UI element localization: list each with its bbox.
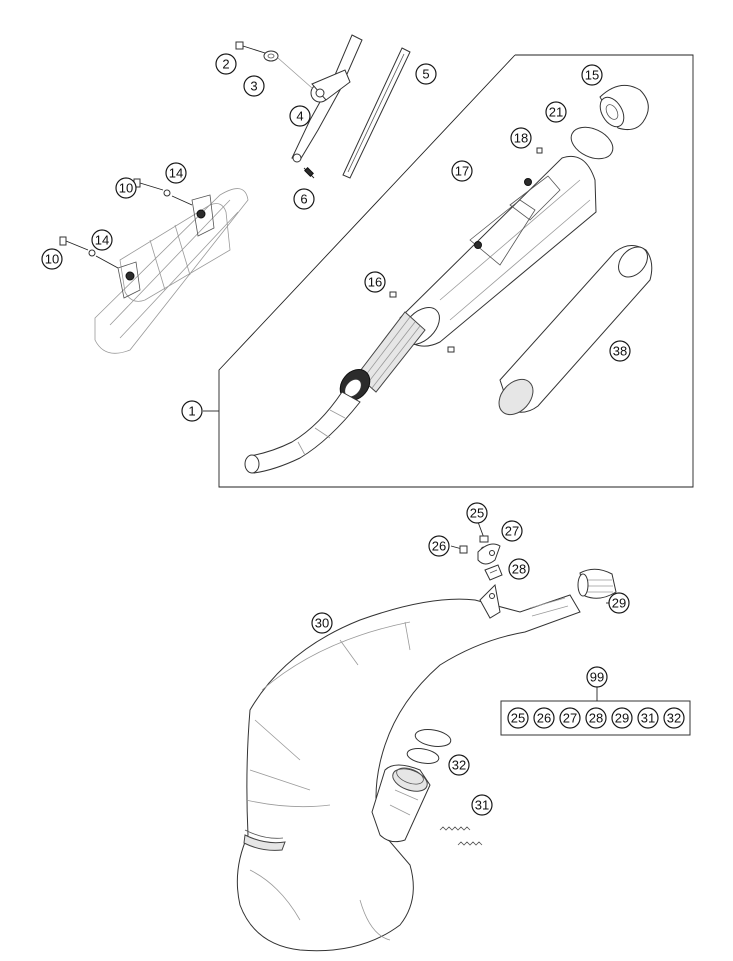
svg-text:28: 28 [512, 562, 526, 577]
svg-text:14: 14 [95, 233, 109, 248]
screw-26 [450, 545, 468, 554]
o-ring-21 [570, 126, 614, 160]
callout-10-upper: 10 [115, 177, 137, 199]
svg-text:10: 10 [119, 181, 133, 196]
clip-28 [484, 564, 503, 581]
svg-text:31: 31 [475, 798, 489, 813]
callout-16: 16 [364, 271, 386, 293]
washer-14-lower [88, 249, 96, 257]
svg-text:30: 30 [315, 616, 329, 631]
end-cap-15 [599, 84, 649, 130]
svg-text:32: 32 [667, 711, 681, 726]
heat-shield-strip-5 [342, 47, 411, 179]
frame-mount-view [59, 178, 249, 354]
kit-99-item: 29 [611, 707, 633, 729]
svg-text:29: 29 [612, 596, 626, 611]
callout-25: 25 [466, 502, 488, 524]
callout-31: 31 [471, 794, 493, 816]
callout-38: 38 [609, 340, 631, 362]
kit-99-item: 27 [559, 707, 581, 729]
svg-text:1: 1 [188, 404, 195, 419]
kit-99-item: 31 [637, 707, 659, 729]
callout-3: 3 [243, 75, 265, 97]
callout-5: 5 [415, 63, 437, 85]
svg-text:28: 28 [589, 711, 603, 726]
svg-text:21: 21 [549, 105, 563, 120]
spring-31 [439, 826, 483, 846]
callout-2: 2 [215, 53, 237, 75]
svg-text:17: 17 [455, 164, 469, 179]
svg-text:25: 25 [511, 711, 525, 726]
callout-27: 27 [501, 520, 523, 542]
mount-clamp-lower [117, 261, 141, 299]
gasket-32 [406, 729, 452, 764]
svg-text:10: 10 [45, 252, 59, 267]
rivet-16 [389, 291, 455, 353]
svg-text:38: 38 [613, 344, 627, 359]
callout-14-upper: 14 [165, 162, 187, 184]
callout-4: 4 [289, 105, 311, 127]
svg-text:27: 27 [563, 711, 577, 726]
callout-28: 28 [508, 558, 530, 580]
kit-99-item: 28 [585, 707, 607, 729]
svg-text:26: 26 [537, 711, 551, 726]
svg-text:6: 6 [300, 192, 307, 207]
bolt-10-lower [59, 236, 89, 251]
callout-29: 29 [608, 592, 630, 614]
packing-wool-38 [498, 245, 653, 416]
callout-17: 17 [451, 160, 473, 182]
svg-text:99: 99 [590, 670, 604, 685]
callout-10-lower: 10 [41, 248, 63, 270]
callout-99: 99 [586, 666, 608, 688]
exhaust-outlet-section [371, 764, 431, 843]
svg-text:32: 32 [452, 758, 466, 773]
svg-text:4: 4 [296, 109, 303, 124]
mount-clamp-upper [191, 194, 215, 237]
callout-26: 26 [428, 535, 450, 557]
callout-14-lower: 14 [91, 229, 113, 251]
bolt-10-upper [133, 178, 164, 191]
bolt-2 [235, 41, 266, 54]
callout-21: 21 [545, 101, 567, 123]
washer-14-upper [163, 189, 171, 197]
svg-text:27: 27 [505, 524, 519, 539]
screw-6 [303, 167, 315, 179]
silencer-flange [339, 369, 371, 401]
damper-sleeve-29 [577, 568, 617, 599]
silencer-assembly-frame [203, 54, 694, 488]
svg-text:15: 15 [585, 68, 599, 83]
callout-32: 32 [448, 754, 470, 776]
callout-18: 18 [510, 127, 532, 149]
bracket-27 [477, 543, 501, 565]
inlet-pipe [244, 391, 361, 474]
svg-text:16: 16 [368, 275, 382, 290]
callout-6: 6 [293, 188, 315, 210]
svg-text:26: 26 [432, 539, 446, 554]
svg-text:2: 2 [222, 57, 229, 72]
svg-text:29: 29 [615, 711, 629, 726]
svg-text:25: 25 [470, 506, 484, 521]
svg-text:18: 18 [514, 131, 528, 146]
kit-99-item: 26 [533, 707, 555, 729]
kit-99-item: 25 [507, 707, 529, 729]
callout-1: 1 [181, 400, 203, 422]
callout-15: 15 [581, 64, 603, 86]
svg-text:5: 5 [422, 67, 429, 82]
perforated-inner-tube [356, 311, 426, 393]
kit-99-item: 32 [663, 707, 685, 729]
exhaust-pipe-30 [236, 583, 581, 952]
bracket-4 [291, 34, 363, 163]
svg-text:14: 14 [169, 166, 183, 181]
svg-text:3: 3 [250, 79, 257, 94]
callout-30: 30 [311, 612, 333, 634]
svg-text:31: 31 [641, 711, 655, 726]
bushing-3 [263, 50, 279, 62]
